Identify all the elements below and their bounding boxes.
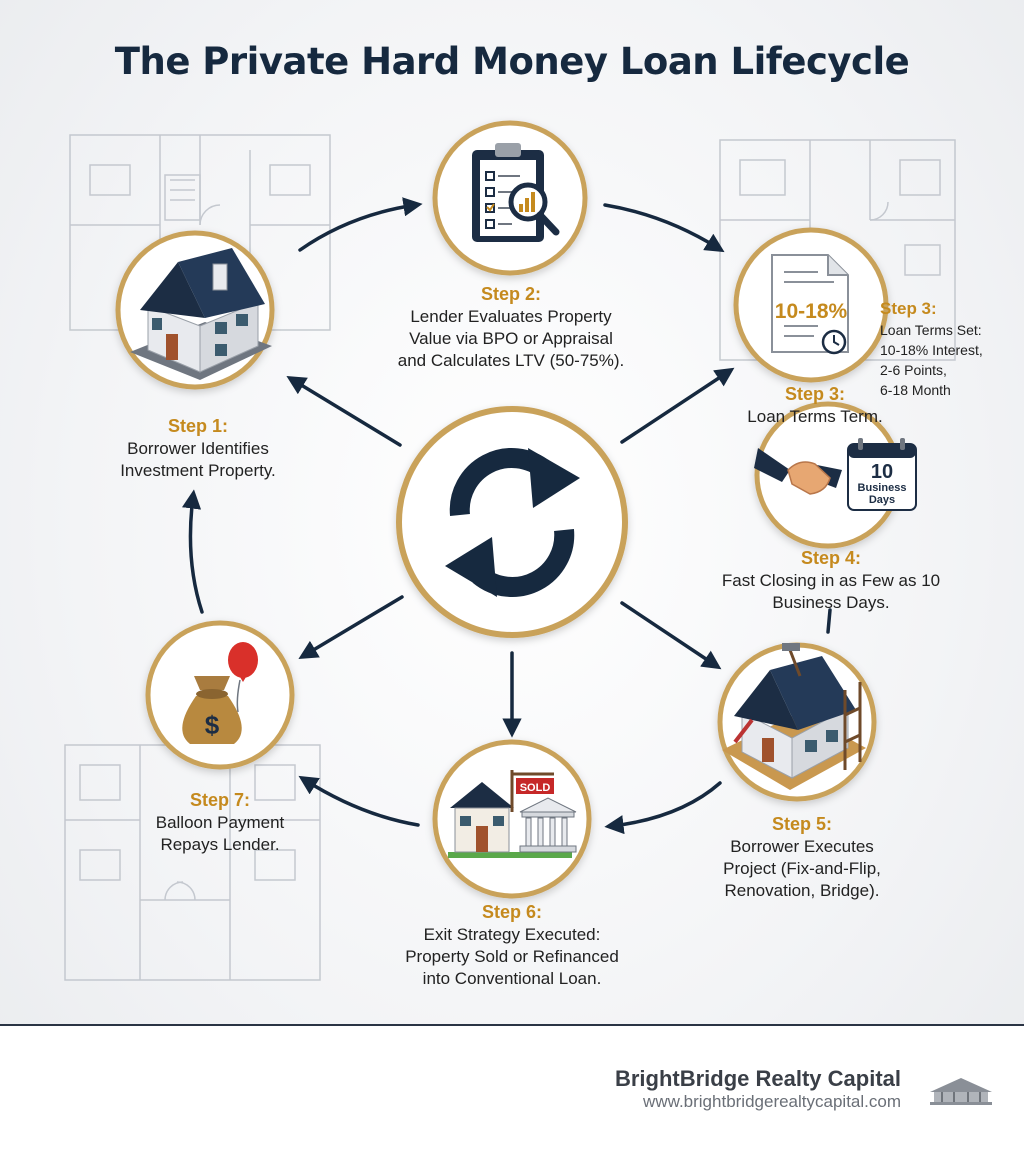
- step3-detail-line1: Loan Terms Set:: [880, 322, 982, 338]
- step4-title: Step 4:: [800, 548, 861, 568]
- step6-title: Step 6:: [481, 902, 542, 922]
- step3-detail: Step 3: Loan Terms Set: 10-18% Interest,…: [880, 298, 1020, 400]
- footer-divider: [0, 1024, 1024, 1026]
- center-circle: [396, 406, 628, 638]
- step7-label: Step 7: Balloon Payment Repays Lender.: [130, 788, 310, 856]
- floorplan-bottom-left: [64, 744, 321, 981]
- step5-desc: Borrower Executes Project (Fix-and-Flip,…: [723, 837, 881, 900]
- step1-desc: Borrower Identifies Investment Property.: [120, 439, 276, 480]
- bag-symbol: $: [205, 710, 220, 740]
- step3-detail-line4: 6-18 Month: [880, 382, 951, 398]
- brand-url: www.brightbridgerealtycapital.com: [643, 1092, 901, 1111]
- step3-detail-line3: 2-6 Points,: [880, 362, 947, 378]
- brand-logo-icon: [930, 1078, 992, 1105]
- step5-label: Step 5: Borrower Executes Project (Fix-a…: [702, 812, 902, 902]
- step3-title: Step 3:: [784, 384, 845, 404]
- money-bag-balloon-icon: $: [182, 642, 258, 744]
- step6-label: Step 6: Exit Strategy Executed: Property…: [390, 900, 634, 990]
- calendar-line1: Business: [858, 482, 907, 494]
- step7-desc: Balloon Payment Repays Lender.: [155, 813, 285, 854]
- brand-name: BrightBridge Realty Capital: [614, 1066, 901, 1091]
- doc-rate-text: 10-18%: [775, 300, 848, 323]
- sold-sign-text: SOLD: [520, 782, 551, 794]
- clipboard-magnifier-icon: [472, 143, 560, 242]
- step3-detail-title: Step 3:: [880, 299, 937, 318]
- step2-title: Step 2:: [480, 284, 541, 304]
- step1-title: Step 1:: [167, 416, 228, 436]
- step5-title: Step 5:: [771, 814, 832, 834]
- footer: [0, 1026, 1024, 1154]
- step6-desc: Exit Strategy Executed: Property Sold or…: [405, 925, 619, 988]
- step3-label: Step 3: Loan Terms Term.: [735, 382, 895, 428]
- cycle-arrows: [181, 197, 832, 835]
- sold-house-bank-icon: SOLD: [448, 770, 577, 858]
- step7-title: Step 7:: [189, 790, 250, 810]
- loan-document-icon: 10-18%: [771, 254, 849, 355]
- calendar-line2: Days: [869, 494, 895, 506]
- cycle-arrows-icon: [445, 448, 580, 597]
- house-icon: [130, 248, 272, 380]
- step1-label: Step 1: Borrower Identifies Investment P…: [98, 414, 298, 482]
- step2-desc: Lender Evaluates Property Value via BPO …: [397, 307, 625, 370]
- handshake-calendar-icon: 10 Business Days: [754, 438, 917, 511]
- lifecycle-diagram: 10-18% 10 Business Days: [64, 120, 956, 981]
- step3-desc: Loan Terms Term.: [747, 407, 883, 426]
- step4-desc: Fast Closing in as Few as 10 Business Da…: [721, 571, 941, 612]
- page-title: The Private Hard Money Loan Lifecycle: [114, 40, 910, 83]
- house-renovation-icon: [722, 643, 866, 790]
- step4-label: Step 4: Fast Closing in as Few as 10 Bus…: [718, 546, 944, 614]
- step2-label: Step 2: Lender Evaluates Property Value …: [395, 282, 627, 372]
- step3-detail-line2: 10-18% Interest,: [880, 342, 983, 358]
- calendar-number: 10: [871, 461, 893, 483]
